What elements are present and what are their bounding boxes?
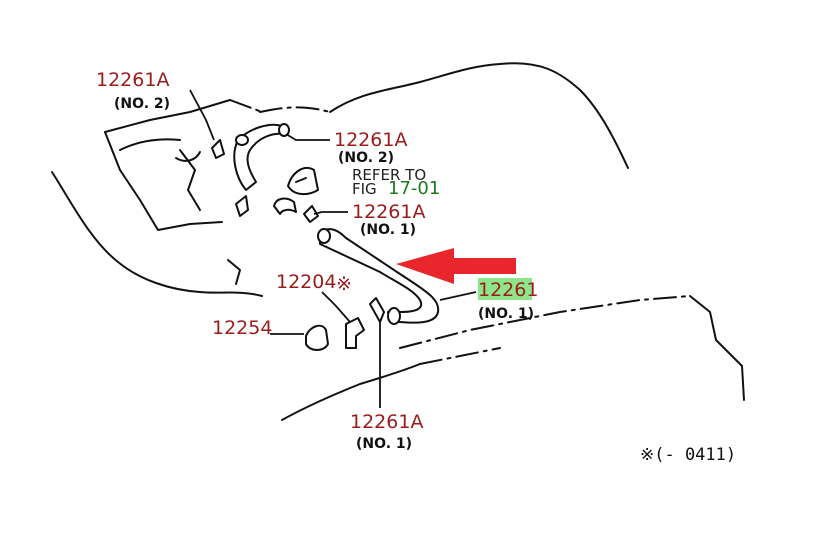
- part-highlight: [478, 278, 532, 300]
- fig-ref-17-01[interactable]: 17-01: [388, 178, 440, 199]
- valve-body: [287, 167, 319, 196]
- fitting-left: [235, 195, 249, 217]
- callout-12261A-no1-mid[interactable]: 12261A: [352, 201, 425, 223]
- hose-no2: [233, 123, 290, 191]
- callout-12261-highlighted[interactable]: 12261: [478, 279, 538, 301]
- refer-to-label: REFER TO: [352, 166, 426, 184]
- gasket-12254: [305, 324, 329, 351]
- callout-12261A-no2-mid[interactable]: 12261A: [334, 129, 407, 151]
- callout-sub-no1-bottom: (NO. 1): [356, 436, 412, 452]
- pointer-arrow: [396, 248, 516, 284]
- callout-sub-no1-right: (NO. 1): [478, 306, 534, 322]
- callout-12261A-no1-bottom[interactable]: 12261A: [350, 411, 423, 433]
- leader-lines: [189, 89, 477, 408]
- clip-upper: [211, 139, 225, 159]
- callout-12254[interactable]: 12254: [212, 317, 272, 339]
- callout-sub-no1-mid: (NO. 1): [360, 222, 416, 238]
- callout-12204[interactable]: 12204: [276, 271, 336, 293]
- callout-12261A-no2-top[interactable]: 12261A: [96, 69, 169, 91]
- clamp-lower: [369, 297, 385, 323]
- callout-12204-mark: ※: [336, 273, 352, 295]
- fitting-12204: [345, 317, 365, 349]
- fig-label: FIG: [352, 180, 377, 198]
- engine-outline: [51, 62, 745, 421]
- main-hose-12261: [317, 228, 440, 325]
- small-hose-mid: [273, 197, 319, 223]
- footnote-range: ※(- 0411): [640, 445, 736, 465]
- callout-sub-no2-mid: (NO. 2): [338, 150, 394, 166]
- callout-sub-no2-top: (NO. 2): [114, 96, 170, 112]
